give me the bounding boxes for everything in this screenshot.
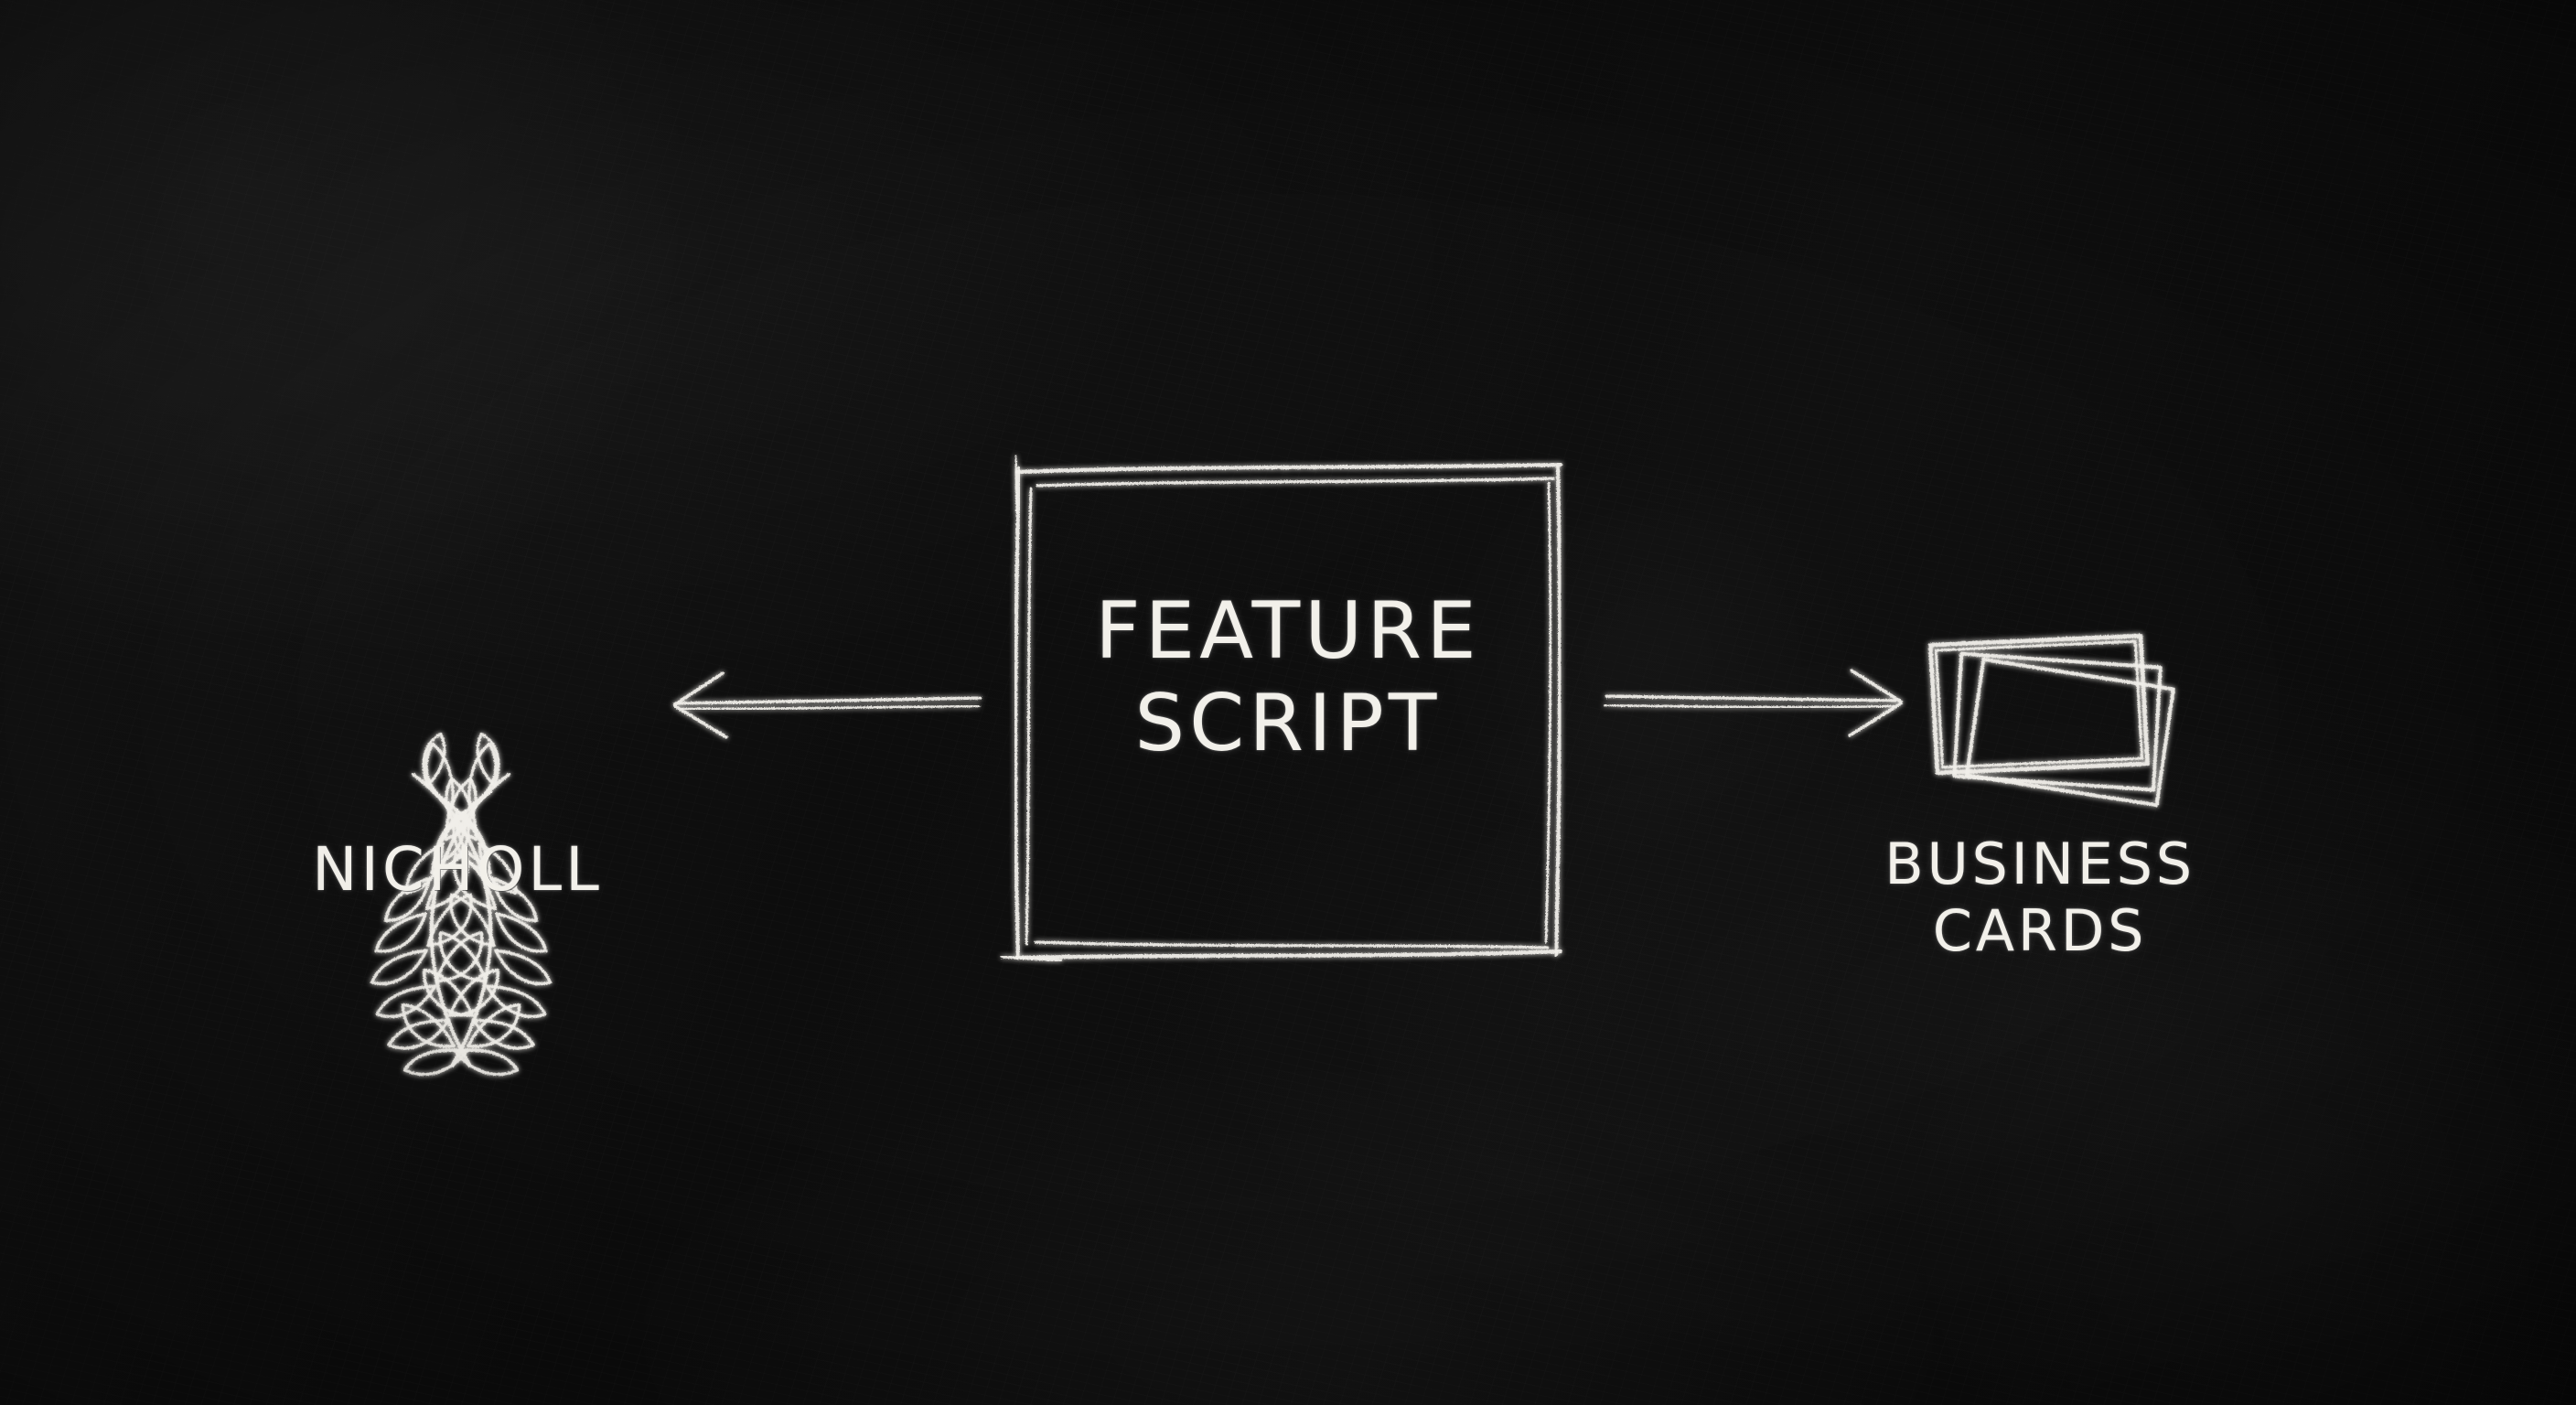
- arrow-to-business-cards: [1603, 669, 1903, 737]
- arrow-to-nicholl: [673, 671, 982, 739]
- business-cards-stack-icon: [1927, 633, 2175, 808]
- business-cards-label: BUSINESS CARDS: [1866, 831, 2214, 964]
- feature-script-label: FEATURE SCRIPT: [1015, 585, 1561, 771]
- laurel-wreath-icon: [311, 730, 611, 1087]
- nicholl-label: NICHOLL: [312, 834, 603, 905]
- feature-script-label-line2: SCRIPT: [1134, 678, 1442, 770]
- business-cards-label-line2: CARDS: [1932, 897, 2148, 965]
- feature-script-label-line1: FEATURE: [1095, 585, 1481, 677]
- feature-script-box-outline: [1000, 455, 1563, 973]
- business-cards-label-line1: BUSINESS: [1884, 831, 2195, 897]
